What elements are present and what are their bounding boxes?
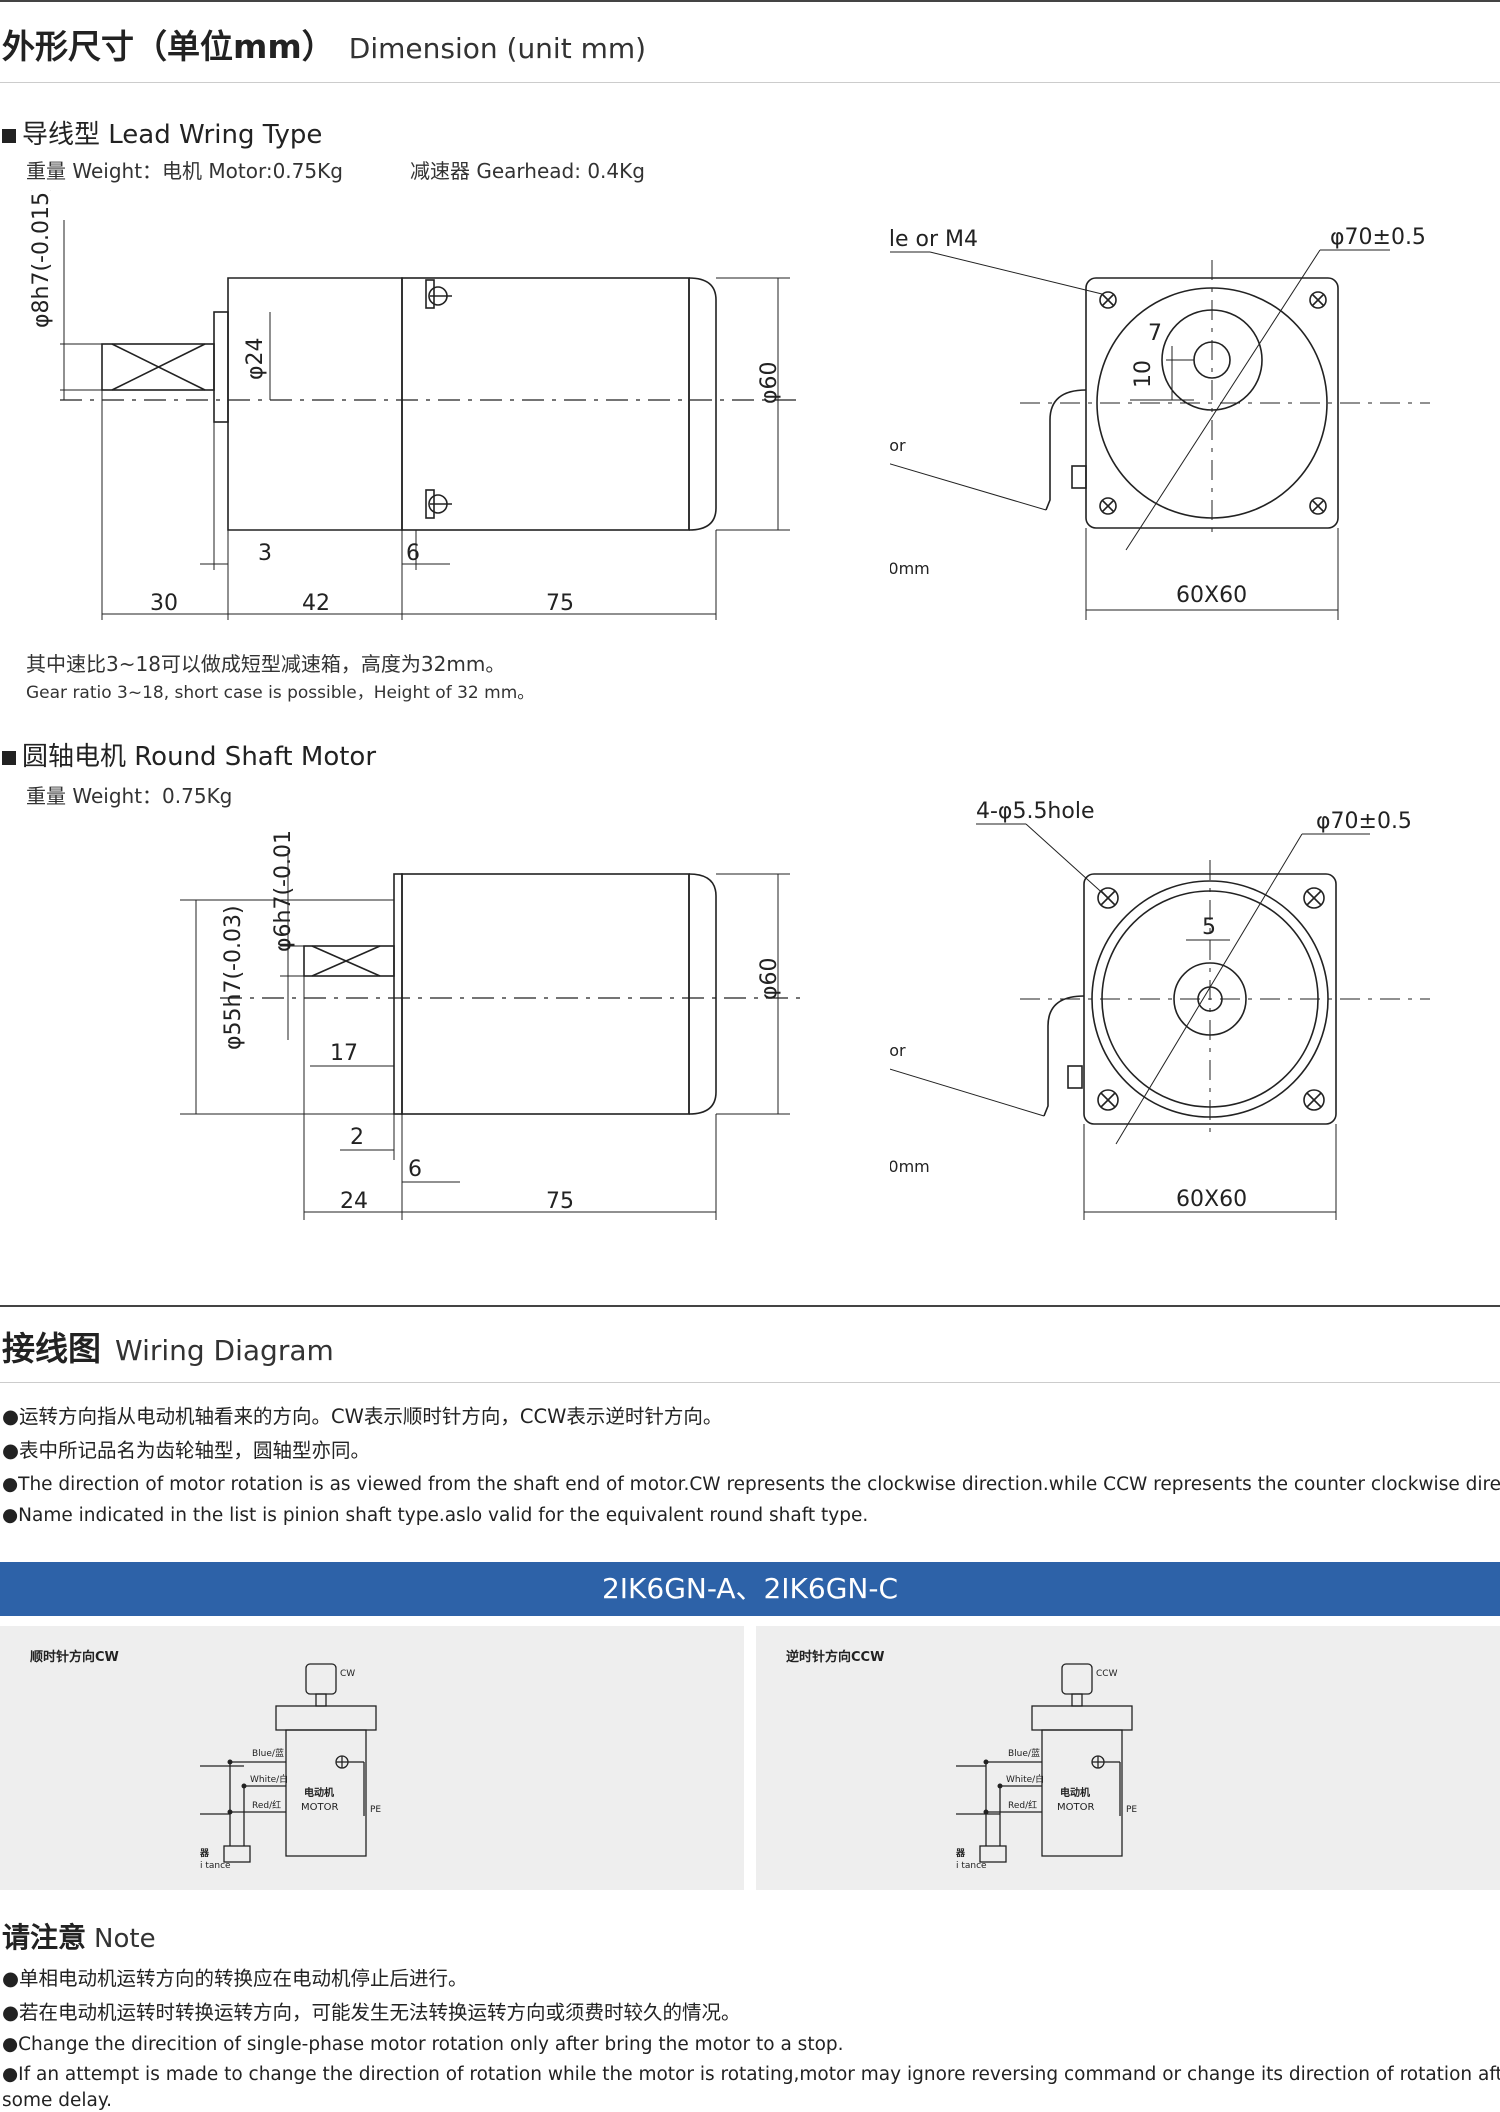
wiring-header: 接线图 Wiring Diagram [2, 1322, 334, 1370]
lead-dim-10: 10 [1131, 360, 1156, 388]
round-side-view-drawing: φ6h7(-0.012) φ55h7(-0.03) φ60 17 2 6 24 … [180, 830, 800, 1220]
square-bullet-icon [2, 750, 16, 765]
wiring-bullet: ●Name indicated in the list is pinion sh… [2, 1505, 869, 1526]
model-banner: 2IK6GN-A、2IK6GN-C [0, 1562, 1500, 1616]
cw-pe-label: PE [370, 1805, 381, 1815]
note-bullet: ●If an attempt is made to change the dir… [2, 2064, 1500, 2085]
ccw-white-label: White/白 [1006, 1773, 1044, 1785]
round-dim-17: 17 [330, 1041, 358, 1066]
note-bullet: ●若在电动机运转时转换运转方向，可能发生无法转换运转方向或须费时较久的情况。 [2, 2001, 741, 2024]
lead-dim-3: 3 [258, 541, 272, 566]
lead-shaft-tol-text: φ8h7(-0.015) [29, 190, 54, 328]
wiring-bullets: ●运转方向指从电动机轴看来的方向。CW表示顺时针方向，CCW表示逆时针方向。 ●… [2, 1400, 1500, 1530]
header-divider [0, 82, 1500, 83]
round-shaft-tol-text: φ6h7(-0.012) [271, 830, 296, 952]
ccw-motor-en: MOTOR [1057, 1802, 1094, 1813]
wiring-bullet: ●运转方向指从电动机轴看来的方向。CW表示顺时针方向，CCW表示逆时针方向。 [2, 1405, 723, 1428]
dimension-title-cn: 外形尺寸（单位mm） [2, 27, 335, 66]
cw-title: 顺时针方向CW [30, 1650, 119, 1665]
ccw-pe-label: PE [1126, 1805, 1137, 1815]
round-dim-5: 5 [1202, 915, 1216, 940]
ccw-arrow-label: CCW [1096, 1669, 1118, 1679]
lead-pcd-text: φ70±0.5 [1330, 225, 1426, 250]
ccw-cap-en: Capaci tance [956, 1861, 987, 1871]
lead-holes-text: 4-φ4.5hole or M4 [890, 227, 978, 252]
wiring-title-en: Wiring Diagram [115, 1334, 334, 1367]
round-lead-en: lead wire 300mm [890, 1157, 930, 1176]
note-bullet: some delay. [2, 2090, 113, 2111]
cw-wiring-diagram: CW Blue/蓝 White/白 Red/红 L N 电动机 MOTOR PE… [200, 1663, 381, 1871]
cw-arrow-label: CW [340, 1669, 355, 1679]
round-square-text: 60X60 [1176, 1187, 1247, 1212]
lead-dim-6: 6 [406, 541, 420, 566]
lead-side-view-drawing: φ8h7(-0.015) φ24 φ60 3 6 30 42 75 [29, 190, 800, 620]
ccw-wiring-diagram: CCW Blue/蓝 White/白 Red/红 L N 电动机 MOTOR P… [956, 1663, 1137, 1871]
lead-type-heading-en: Lead Wring Type [108, 120, 323, 150]
lead-type-heading: 导线型 Lead Wring Type [2, 114, 322, 151]
cw-motor-en: MOTOR [301, 1802, 338, 1813]
dimension-title-en: Dimension (unit mm) [348, 32, 647, 65]
round-pcd-text: φ70±0.5 [1316, 809, 1412, 834]
lead-note-cn: 其中速比3~18可以做成短型减速箱，高度为32mm。 [26, 652, 506, 676]
wiring-bullet: ●表中所记品名为齿轮轴型，圆轴型亦同。 [2, 1439, 371, 1462]
lead-square-text: 60X60 [1176, 583, 1247, 608]
cw-white-label: White/白 [250, 1773, 288, 1785]
lead-dim-30: 30 [150, 591, 178, 616]
round-heading-cn: 圆轴电机 [22, 742, 127, 772]
round-pilot-tol-text: φ55h7(-0.03) [221, 905, 246, 1050]
note-bullet: ●单相电动机运转方向的转换应在电动机停止后进行。 [2, 1967, 468, 1990]
ccw-red-label: Red/红 [1008, 1799, 1037, 1811]
round-heading-en: Round Shaft Motor [134, 742, 377, 772]
round-lead-cn: 电机导线/Motor [890, 1041, 906, 1060]
lead-dim-75: 75 [546, 591, 574, 616]
ccw-motor-cn: 电动机 [1060, 1786, 1090, 1799]
round-front-view-drawing: 4-φ5.5hole φ70±0.5 5 电机导线/Motor lead wir… [890, 800, 1430, 1220]
note-title-en: Note [94, 1924, 156, 1954]
cw-cap-en: Capaci tance [200, 1861, 231, 1871]
lead-boss-dim-text: φ24 [243, 337, 268, 380]
ccw-cap-cn: 电容器 [956, 1847, 966, 1859]
lead-type-heading-cn: 导线型 [22, 120, 101, 150]
lead-wire-en: lead wire 300mm [890, 559, 930, 578]
round-body-dim-text: φ60 [757, 957, 782, 1000]
wiring-bullet: ●The direction of motor rotation is as v… [2, 1474, 1500, 1495]
lead-weight-label: 重量 Weight：电机 Motor:0.75Kg [26, 159, 343, 183]
cw-cap-cn: 电容器 [200, 1847, 210, 1859]
lead-dim-7: 7 [1148, 321, 1162, 346]
round-dim-24: 24 [340, 1189, 368, 1214]
lead-front-view-drawing: 4-φ4.5hole or M4 φ70±0.5 7 10 电机导线/Motor… [890, 225, 1430, 620]
note-bullets: ●单相电动机运转方向的转换应在电动机停止后进行。 ●若在电动机运转时转换运转方向… [2, 1962, 1500, 2112]
round-dim-75: 75 [546, 1189, 574, 1214]
round-dim-6: 6 [408, 1157, 422, 1182]
lead-body-dim-text: φ60 [757, 361, 782, 404]
wiring-title-cn: 接线图 [2, 1329, 101, 1368]
round-holes-text: 4-φ5.5hole [976, 800, 1095, 824]
wiring-divider [0, 1382, 1500, 1383]
lead-wire-cn: 电机导线/Motor [890, 436, 906, 455]
round-heading: 圆轴电机 Round Shaft Motor [2, 736, 376, 773]
round-dim-2: 2 [350, 1125, 364, 1150]
dimension-header: 外形尺寸（单位mm） Dimension (unit mm) [2, 20, 646, 68]
ccw-title: 逆时针方向CCW [786, 1650, 885, 1665]
round-weight-label: 重量 Weight：0.75Kg [26, 784, 233, 808]
wiring-top-rule [0, 1305, 1500, 1307]
cw-red-label: Red/红 [252, 1799, 281, 1811]
note-bullet: ●Change the direcition of single-phase m… [2, 2034, 844, 2055]
cw-blue-label: Blue/蓝 [252, 1747, 284, 1759]
top-rule [0, 0, 1500, 2]
note-title-cn: 请注意 [2, 1921, 87, 1954]
lead-note-en: Gear ratio 3~18, short case is possible，… [26, 683, 535, 703]
square-bullet-icon [2, 128, 16, 143]
gearhead-weight-label: 减速器 Gearhead: 0.4Kg [410, 159, 645, 183]
cw-motor-cn: 电动机 [304, 1786, 334, 1799]
cw-panel: 顺时针方向CW CW Blue/蓝 White/白 Red/红 L N 电动机 … [0, 1626, 744, 1890]
ccw-panel: 逆时针方向CCW CCW Blue/蓝 White/白 Red/红 L N 电动… [756, 1626, 1500, 1890]
ccw-blue-label: Blue/蓝 [1008, 1747, 1040, 1759]
lead-dim-42: 42 [302, 591, 330, 616]
